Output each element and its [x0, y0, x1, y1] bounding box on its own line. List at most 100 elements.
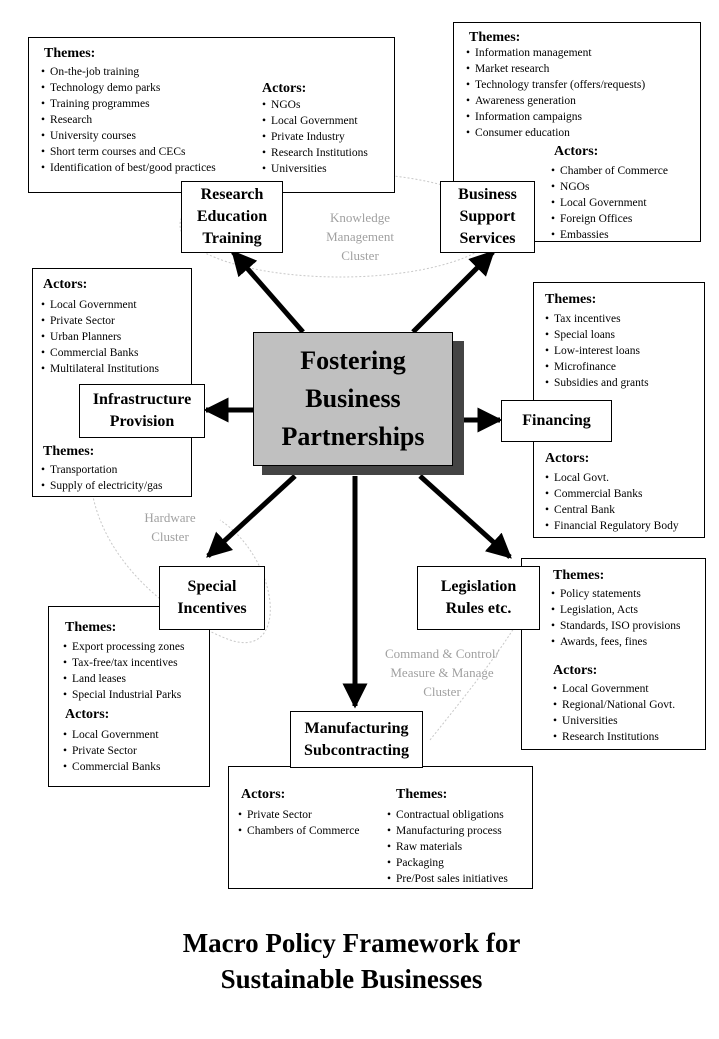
cluster-label-line: Cluster — [341, 248, 379, 263]
node-label-line: Services — [459, 230, 516, 247]
cluster-label-line: Command & Control/ — [384, 646, 500, 661]
list-item: Technology demo parks — [41, 80, 216, 96]
special-themes-list: Export processing zones Tax-free/tax inc… — [63, 639, 184, 703]
list-item: Information campaigns — [466, 109, 645, 125]
infrastructure-actors-header: Actors: — [43, 277, 88, 292]
legislation-themes-list: Policy statements Legislation, Acts Stan… — [551, 586, 680, 650]
list-item: Consumer education — [466, 125, 645, 141]
manufacturing-themes-list: Contractual obligations Manufacturing pr… — [387, 807, 508, 887]
special-actors-header: Actors: — [65, 707, 110, 722]
list-item: Local Government — [262, 113, 368, 129]
cluster-label-line: Management — [326, 229, 394, 244]
cluster-label-line: Hardware — [144, 510, 196, 525]
list-item: Local Government — [63, 727, 161, 743]
list-item: Commercial Banks — [545, 486, 679, 502]
list-item: Tax-free/tax incentives — [63, 655, 184, 671]
legislation-details-box: Themes: Policy statements Legislation, A… — [521, 558, 706, 750]
research-themes-list: On-the-job training Technology demo park… — [41, 64, 216, 176]
business-details-box: Themes: Information management Market re… — [453, 22, 701, 242]
list-item: Land leases — [63, 671, 184, 687]
list-item: Local Government — [553, 681, 675, 697]
manufacturing-actors-header: Actors: — [241, 787, 286, 802]
research-themes-header: Themes: — [44, 46, 96, 61]
financing-themes-list: Tax incentives Special loans Low-interes… — [545, 311, 649, 391]
list-item: Special Industrial Parks — [63, 687, 184, 703]
infrastructure-actors-list: Local Government Private Sector Urban Pl… — [41, 297, 159, 377]
list-item: Foreign Offices — [551, 211, 668, 227]
manufacturing-subcontracting-node: Manufacturing Subcontracting — [290, 711, 423, 768]
node-label-line: Business — [458, 186, 517, 203]
list-item: Embassies — [551, 227, 668, 243]
list-item: Transportation — [41, 462, 162, 478]
list-item: Policy statements — [551, 586, 680, 602]
list-item: Supply of electricity/gas — [41, 478, 162, 494]
knowledge-cluster-label: Knowledge Management Cluster — [305, 208, 415, 265]
manufacturing-actors-list: Private Sector Chambers of Commerce — [238, 807, 359, 839]
title-line: Macro Policy Framework for — [182, 928, 521, 958]
research-actors-header: Actors: — [262, 81, 307, 96]
business-themes-list: Information management Market research T… — [466, 45, 645, 141]
legislation-rules-node: Legislation Rules etc. — [417, 566, 540, 630]
list-item: Pre/Post sales initiatives — [387, 871, 508, 887]
special-actors-list: Local Government Private Sector Commerci… — [63, 727, 161, 775]
list-item: Research — [41, 112, 216, 128]
list-item: Short term courses and CECs — [41, 144, 216, 160]
business-support-services-node: Business Support Services — [440, 181, 535, 253]
list-item: Technology transfer (offers/requests) — [466, 77, 645, 93]
list-item: University courses — [41, 128, 216, 144]
list-item: Market research — [466, 61, 645, 77]
node-label-line: Financing — [522, 412, 591, 429]
list-item: Standards, ISO provisions — [551, 618, 680, 634]
business-actors-header: Actors: — [554, 144, 599, 159]
manufacturing-details-box: Actors: Private Sector Chambers of Comme… — [228, 766, 533, 889]
manufacturing-themes-header: Themes: — [396, 787, 448, 802]
list-item: Chamber of Commerce — [551, 163, 668, 179]
arrow-to-business — [411, 250, 495, 334]
arrow-to-special — [206, 474, 297, 558]
list-item: Packaging — [387, 855, 508, 871]
node-label-line: Infrastructure — [92, 391, 192, 408]
financing-actors-list: Local Govt. Commercial Banks Central Ban… — [545, 470, 679, 534]
command-cluster-label: Command & Control/ Measure & Manage Clus… — [362, 644, 522, 701]
cluster-label-line: Measure & Manage — [390, 665, 494, 680]
command-cluster-outline — [429, 599, 531, 741]
arrow-to-research — [231, 250, 305, 334]
legislation-themes-header: Themes: — [553, 568, 605, 583]
node-label-line: Special — [187, 578, 237, 595]
cluster-label-line: Cluster — [423, 684, 461, 699]
title-line: Sustainable Businesses — [220, 964, 483, 994]
infrastructure-themes-list: Transportation Supply of electricity/gas — [41, 462, 162, 494]
list-item: Financial Regulatory Body — [545, 518, 679, 534]
list-item: Special loans — [545, 327, 649, 343]
list-item: Manufacturing process — [387, 823, 508, 839]
business-themes-header: Themes: — [469, 30, 521, 45]
cluster-label-line: Knowledge — [330, 210, 390, 225]
list-item: Subsidies and grants — [545, 375, 649, 391]
list-item: Local Government — [551, 195, 668, 211]
list-item: Chambers of Commerce — [238, 823, 359, 839]
page-title: Macro Policy Framework for Sustainable B… — [0, 925, 703, 997]
list-item: Private Sector — [238, 807, 359, 823]
list-item: Low-interest loans — [545, 343, 649, 359]
node-label-line: Legislation — [440, 578, 517, 595]
list-item: Private Sector — [41, 313, 159, 329]
node-label-line: Support — [459, 208, 516, 225]
node-label-line: Training — [202, 230, 262, 247]
center-label-line: Fostering — [300, 346, 406, 375]
arrow-to-legislation — [418, 474, 512, 559]
infrastructure-details-box: Actors: Local Government Private Sector … — [32, 268, 192, 497]
list-item: Local Government — [41, 297, 159, 313]
list-item: NGOs — [262, 97, 368, 113]
list-item: Private Industry — [262, 129, 368, 145]
list-item: Central Bank — [545, 502, 679, 518]
special-themes-header: Themes: — [65, 620, 117, 635]
list-item: Export processing zones — [63, 639, 184, 655]
node-label-line: Rules etc. — [445, 600, 512, 617]
list-item: Tax incentives — [545, 311, 649, 327]
financing-node: Financing — [501, 400, 612, 442]
list-item: Local Govt. — [545, 470, 679, 486]
special-incentives-node: Special Incentives — [159, 566, 265, 630]
list-item: Private Sector — [63, 743, 161, 759]
infrastructure-themes-header: Themes: — [43, 444, 95, 459]
financing-themes-header: Themes: — [545, 292, 597, 307]
